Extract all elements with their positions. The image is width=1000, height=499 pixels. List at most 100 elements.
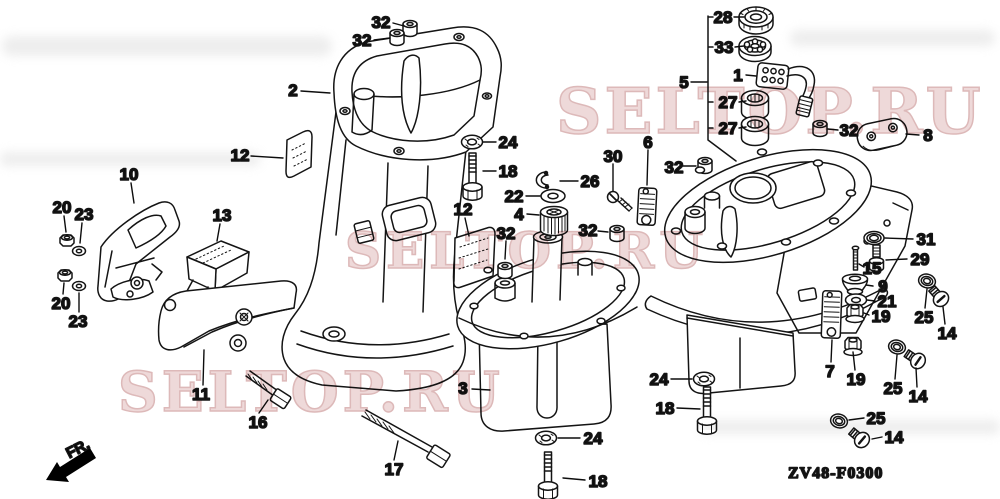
part-number-label: 21 — [878, 292, 897, 311]
leader-line — [830, 339, 833, 363]
part-bolt-18a — [462, 152, 483, 201]
part-number-label: 11 — [192, 385, 210, 404]
leader-line — [202, 349, 205, 386]
part-bolt-16 — [245, 370, 292, 410]
leader-line — [300, 90, 331, 94]
leader-line — [471, 388, 491, 391]
leader-line — [464, 217, 470, 237]
part-circlip-26 — [535, 170, 550, 190]
part-number-label: 24 — [650, 370, 669, 389]
part-number-label: 5 — [679, 73, 688, 92]
part-number-label: 27 — [719, 119, 738, 138]
part-number-label: 1 — [733, 66, 742, 85]
leader-line — [894, 354, 898, 380]
part-washer-25c — [828, 411, 850, 431]
part-number-label: 18 — [656, 399, 675, 418]
part-washer-24b — [692, 371, 716, 387]
part-number-label: 32 — [840, 121, 859, 140]
part-number-label: 27 — [719, 93, 738, 112]
part-number-label: 18 — [499, 162, 518, 181]
leader-line — [738, 100, 747, 103]
leader-line — [373, 37, 391, 41]
part-nut-20b — [57, 268, 73, 282]
part-number-label: 25 — [884, 379, 903, 398]
scan-noise — [2, 36, 332, 56]
leader-line — [745, 74, 757, 77]
part-number-label: 20 — [53, 198, 72, 217]
leader-line — [597, 230, 609, 233]
part-bearing-27a — [740, 89, 770, 121]
part-screw-15 — [851, 245, 860, 271]
part-number-label: 32 — [497, 224, 516, 243]
leader-line — [865, 284, 874, 287]
part-number-label: 32 — [372, 13, 391, 32]
part-number-label: 4 — [514, 205, 524, 224]
part-number-label: 28 — [714, 8, 733, 27]
leader-line — [848, 417, 865, 421]
part-number-label: 32 — [665, 158, 684, 177]
figure-code: ZV48-F0300 — [788, 465, 883, 482]
leader-line — [526, 213, 540, 216]
leader-line — [942, 306, 946, 325]
part-mount-32a — [402, 19, 418, 38]
group-bracket-5 — [707, 15, 737, 162]
part-bolt-18c — [537, 451, 559, 499]
part-nut-24a — [460, 134, 484, 150]
leader-line — [130, 182, 135, 204]
leader-line — [393, 440, 399, 461]
part-number-label: 3 — [458, 379, 467, 398]
part-number-label: 12 — [231, 146, 250, 165]
part-number-label: 14 — [938, 324, 957, 343]
leader-line — [924, 288, 928, 309]
part-mount-rubber-12a — [285, 129, 313, 179]
part-mount-frame-11 — [157, 280, 298, 352]
part-number-label: 23 — [69, 312, 88, 331]
leader-line — [79, 222, 83, 244]
part-number-label: 29 — [911, 250, 930, 269]
part-number-label: 32 — [353, 31, 372, 50]
part-number-label: 26 — [581, 172, 600, 191]
part-mount-32d — [609, 224, 625, 243]
leader-line — [866, 299, 876, 302]
part-number-label: 33 — [715, 38, 734, 57]
part-plate-8 — [856, 117, 908, 152]
scan-noise — [700, 420, 1000, 434]
leader-line — [562, 477, 586, 481]
part-number-label: 9 — [878, 277, 887, 296]
part-screw-14b — [900, 345, 930, 373]
part-anode-6 — [636, 186, 658, 227]
part-number-label: 23 — [75, 205, 94, 224]
part-mount-rubber-13 — [186, 240, 250, 298]
part-mount-32b — [389, 28, 405, 47]
leader-line — [863, 312, 870, 316]
part-washer-22 — [540, 188, 566, 204]
part-number-label: 20 — [52, 294, 71, 313]
part-number-label: 25 — [915, 308, 934, 327]
part-number-label: 19 — [847, 370, 866, 389]
leader-line — [63, 215, 67, 233]
part-mount-32e — [812, 119, 828, 138]
part-number-label: 7 — [825, 362, 834, 381]
part-number-label: 14 — [885, 428, 904, 447]
leader-line — [871, 436, 883, 440]
scan-noise — [790, 30, 995, 46]
part-number-label: 17 — [385, 460, 404, 479]
scan-noise — [0, 152, 260, 166]
leader-line — [250, 155, 284, 159]
part-bracket-10 — [97, 201, 181, 302]
leader-line — [216, 223, 221, 242]
leader-line — [915, 367, 918, 388]
part-gear-case-housing — [644, 148, 914, 395]
part-washer-23b — [71, 280, 87, 292]
part-washer-24c — [534, 430, 558, 446]
part-grommet-9 — [841, 273, 869, 296]
part-nut-20a — [59, 233, 75, 247]
leader-line — [504, 240, 507, 260]
part-number-label: 8 — [923, 126, 932, 145]
leader-line — [734, 45, 745, 48]
leader-line — [827, 128, 839, 131]
part-bearing-28 — [738, 6, 774, 35]
part-number-label: 25 — [867, 409, 886, 428]
part-bushing-4 — [539, 205, 569, 237]
